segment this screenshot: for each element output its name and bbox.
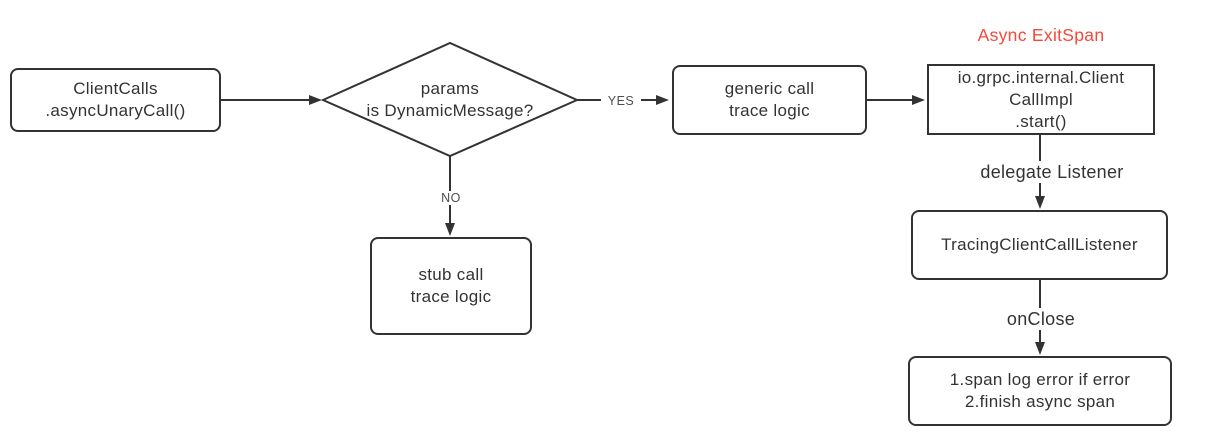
node-tracing-listener: TracingClientCallListener [911, 210, 1168, 280]
node-client-calls-line1: ClientCalls [73, 79, 158, 98]
node-client-call-impl: io.grpc.internal.Client CallImpl .start(… [927, 64, 1155, 135]
arrowhead-generic-to-clientcallimpl [912, 95, 925, 105]
async-exitspan-annotation: Async ExitSpan [977, 25, 1105, 45]
node-tracing-listener-line1: TracingClientCallListener [941, 235, 1138, 254]
node-generic-call: generic call trace logic [672, 65, 867, 135]
node-client-call-impl-line2: CallImpl [1009, 89, 1073, 109]
node-client-calls: ClientCalls .asyncUnaryCall() [10, 68, 221, 132]
node-span-finish: 1.span log error if error 2.finish async… [908, 356, 1172, 426]
node-span-finish-line2: 2.finish async span [964, 392, 1116, 411]
node-stub-call-line2: trace logic [410, 287, 492, 306]
node-decision-line1: params [420, 79, 480, 98]
edge-label-delegate-listener: delegate Listener [957, 161, 1147, 183]
node-span-finish-line1: 1.span log error if error [949, 370, 1131, 389]
edge-label-no: NO [436, 191, 466, 205]
node-stub-call-line1: stub call [418, 265, 484, 284]
node-client-calls-line2: .asyncUnaryCall() [45, 101, 186, 120]
arrowhead-clientcallimpl-to-listener [1035, 196, 1045, 209]
edge-label-yes: YES [601, 94, 641, 108]
edge-label-onclose: onClose [1002, 308, 1080, 330]
node-client-call-impl-line1: io.grpc.internal.Client [957, 67, 1125, 87]
node-generic-call-line1: generic call [724, 79, 815, 98]
arrowhead-decision-to-generic [656, 95, 669, 105]
node-stub-call: stub call trace logic [370, 237, 532, 335]
arrowhead-listener-to-spanfinish [1035, 342, 1045, 355]
arrowhead-decision-to-stub [445, 223, 455, 236]
node-decision-label: params is DynamicMessage? [325, 78, 575, 122]
node-generic-call-line2: trace logic [729, 101, 810, 120]
node-decision-line2: is DynamicMessage? [366, 101, 534, 120]
node-client-call-impl-line3: .start() [1015, 111, 1067, 131]
arrowhead-clientcalls-to-decision [309, 95, 322, 105]
